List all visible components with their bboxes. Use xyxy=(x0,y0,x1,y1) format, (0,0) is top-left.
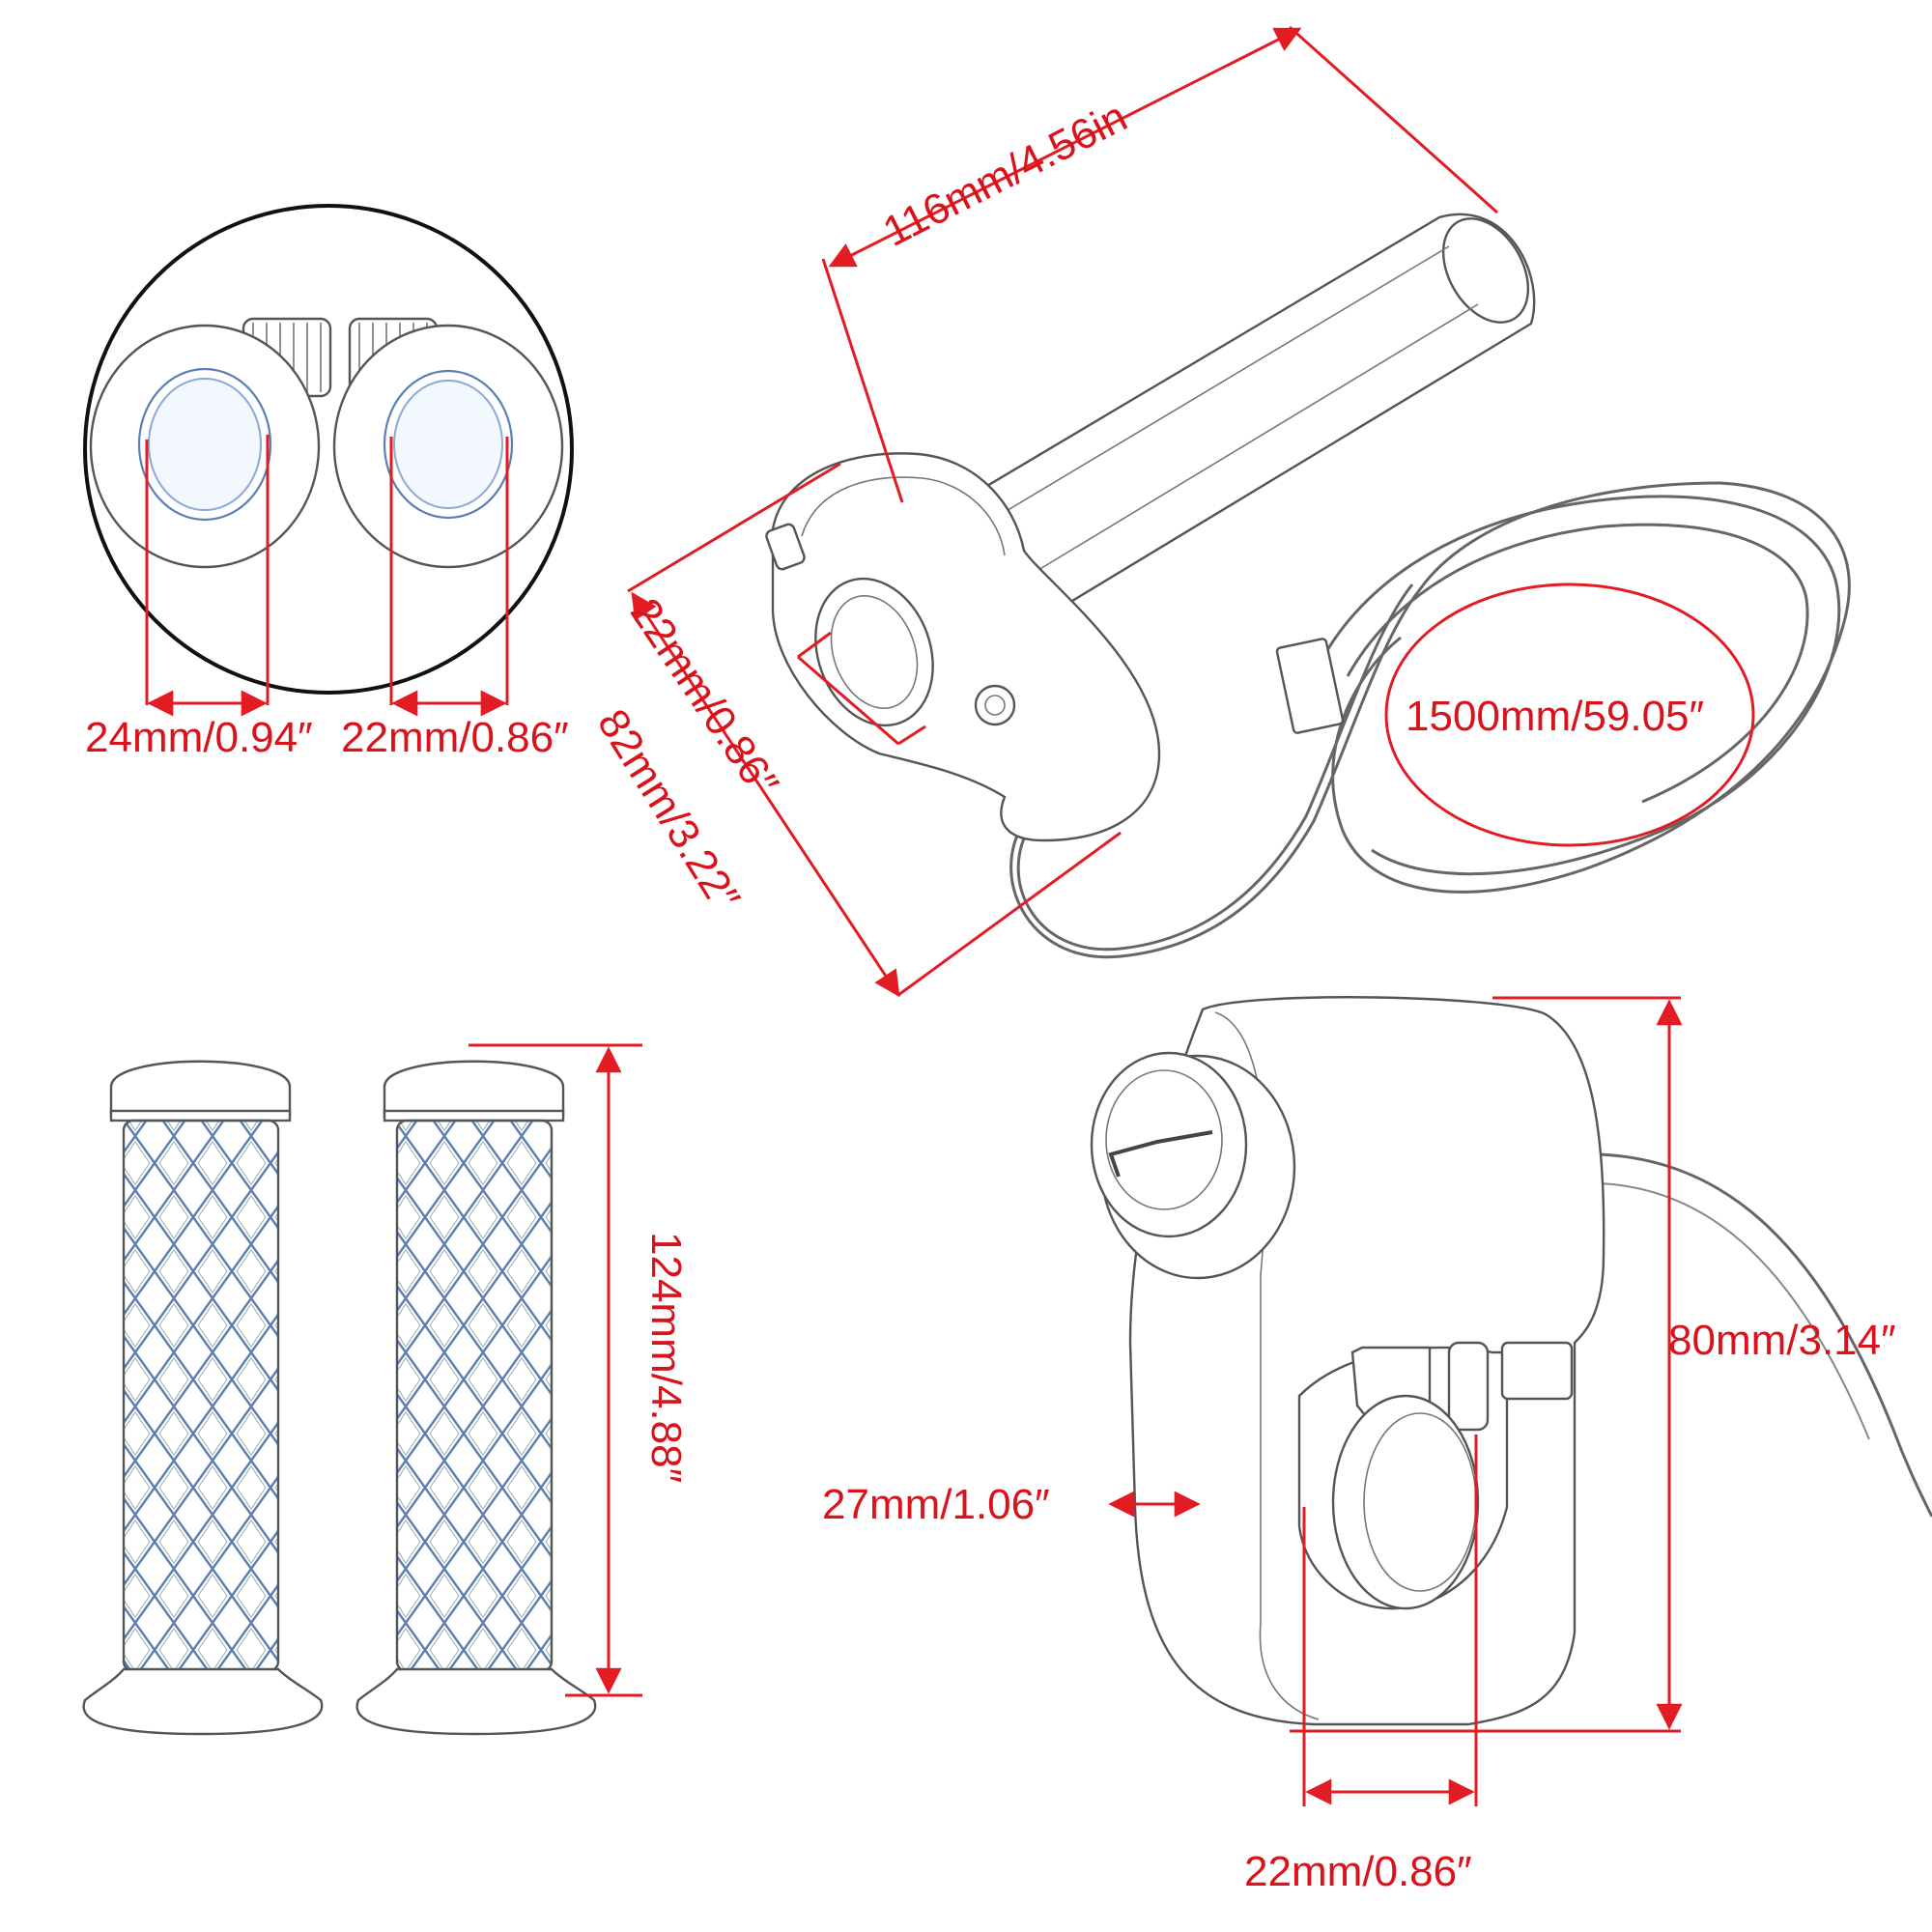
switch-thickness-label: 27mm/1.06″ xyxy=(822,1481,1050,1528)
throttle-length-label: 116mm/4.56in xyxy=(876,93,1135,256)
switch-height-label: 80mm/3.14″ xyxy=(1668,1317,1896,1364)
end-right-label: 22mm/0.86″ xyxy=(341,714,569,761)
right-grip xyxy=(355,1060,597,1736)
cable-length-label: 1500mm/59.05″ xyxy=(1406,693,1704,740)
switch-bore-label: 22mm/0.86″ xyxy=(1244,1848,1472,1895)
throttle-dimension-lines xyxy=(627,25,1498,998)
switch-dimension-lines xyxy=(1108,996,1683,1806)
handlebar-grips: 124mm/4.88″ xyxy=(82,1043,690,1736)
end-dimension-lines xyxy=(145,435,509,717)
throttle-tube xyxy=(974,213,1536,606)
throttle-cable xyxy=(1009,481,1851,959)
cable-connector xyxy=(1275,638,1345,734)
left-grip xyxy=(82,1060,324,1736)
throttle-assembly: 116mm/4.56in 22mm/0.86″ 82mm/3.22″ 1500m… xyxy=(588,25,1851,998)
grip-length-label: 124mm/4.88″ xyxy=(642,1232,690,1483)
switch-key-cap xyxy=(1090,1051,1296,1280)
end-left-label: 24mm/0.94″ xyxy=(85,714,313,761)
bar-end-plugs: 24mm/0.94″ 22mm/0.86″ xyxy=(83,204,574,761)
switch-housing: 80mm/3.14″ 27mm/1.06″ 22mm/0.86″ xyxy=(822,996,1932,1895)
housing-screw xyxy=(974,684,1016,726)
cable-length-ellipse xyxy=(1384,582,1755,847)
grip-dimension-lines xyxy=(469,1043,642,1697)
